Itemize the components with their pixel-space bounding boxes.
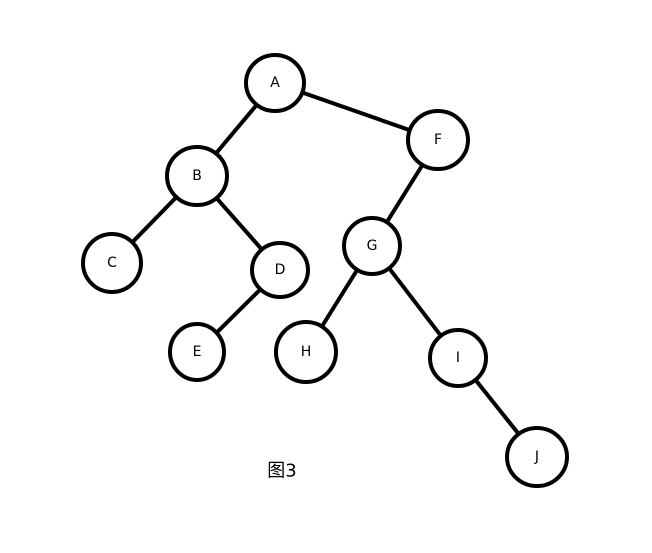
node-f: F — [406, 109, 470, 171]
node-h: H — [274, 320, 338, 384]
node-j: J — [505, 426, 569, 488]
edge-g-i — [387, 266, 443, 338]
edge-f-g — [384, 163, 425, 225]
node-a: A — [244, 53, 306, 113]
node-circle-a — [244, 53, 306, 113]
node-circle-g — [342, 216, 402, 276]
node-circle-f — [406, 109, 470, 171]
nodes-layer: A B C D E F G H I J — [81, 53, 569, 488]
node-label-a: A — [270, 75, 280, 91]
edge-b-c — [130, 195, 179, 245]
node-circle-b — [165, 145, 229, 207]
edge-g-h — [319, 267, 360, 329]
node-circle-d — [250, 241, 310, 299]
node-circle-c — [81, 232, 143, 294]
edge-i-j — [473, 377, 521, 436]
node-circle-j — [505, 426, 569, 488]
node-e: E — [168, 322, 226, 382]
edge-b-d — [214, 196, 264, 252]
node-label-d: D — [275, 262, 286, 278]
node-label-f: F — [434, 132, 442, 148]
edge-a-b — [214, 102, 259, 156]
node-i: I — [428, 328, 488, 388]
node-label-i: I — [456, 350, 460, 366]
node-c: C — [81, 232, 143, 294]
node-label-b: B — [192, 168, 202, 184]
node-label-h: H — [301, 344, 312, 360]
node-circle-i — [428, 328, 488, 388]
node-b: B — [165, 145, 229, 207]
node-label-e: E — [193, 344, 202, 360]
edge-d-e — [214, 287, 263, 335]
node-label-c: C — [107, 255, 117, 271]
node-g: G — [342, 216, 402, 276]
node-circle-e — [168, 322, 226, 382]
node-label-g: G — [367, 238, 378, 254]
node-d: D — [250, 241, 310, 299]
figure-caption: 图3 — [267, 461, 296, 482]
edge-a-f — [299, 90, 413, 133]
node-label-j: J — [534, 449, 539, 465]
node-circle-h — [274, 320, 338, 384]
edges-layer — [130, 90, 521, 436]
